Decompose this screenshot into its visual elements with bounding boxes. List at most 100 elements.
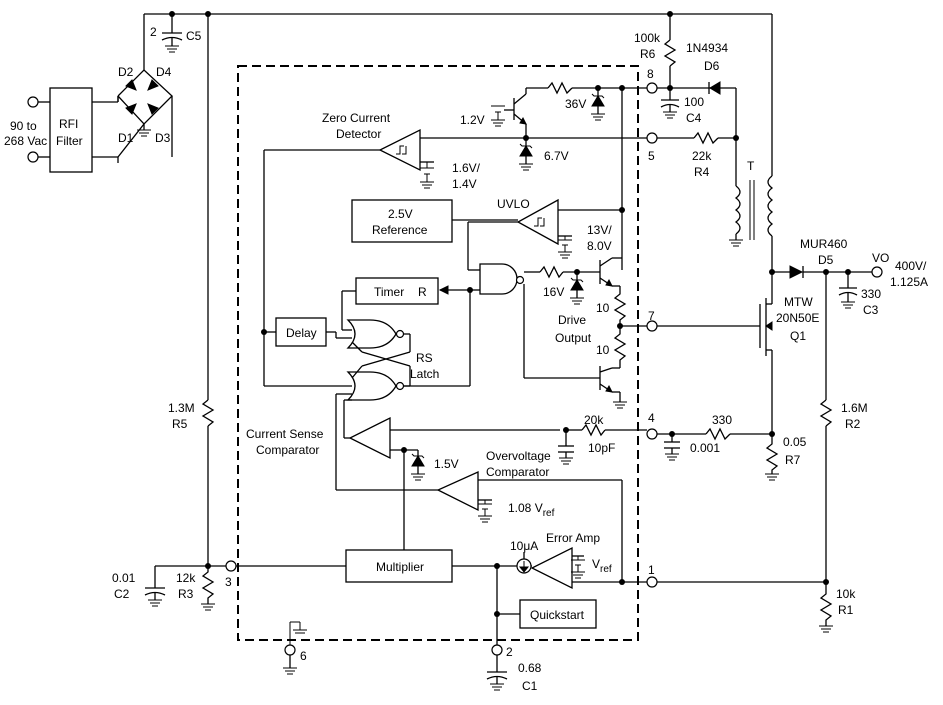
zcd-threshold-2: 1.4V xyxy=(452,177,477,191)
zcd-title-line2: Detector xyxy=(336,127,381,141)
c5-value: 2 xyxy=(150,25,157,39)
uvlo-label: UVLO xyxy=(497,197,530,211)
transformer-ref: T xyxy=(747,159,755,173)
r4-ref: R4 xyxy=(694,165,710,179)
drive-output: Drive Output 10 10 xyxy=(555,257,647,409)
c4-value: 100 xyxy=(684,95,704,109)
r5-branch: 1.3M R5 xyxy=(168,14,215,569)
uvlo-comparator: UVLO 13V/ 8.0V xyxy=(467,197,622,271)
rs-latch-line2: Latch xyxy=(410,367,439,381)
zcd-comparator: Zero Current Detector 1.6V/ 1.4V xyxy=(263,111,481,386)
vcc-bus xyxy=(595,85,647,270)
r3-value: 12k xyxy=(176,571,196,585)
drive-output-line1: Drive xyxy=(558,313,586,327)
rfi-filter: RFI Filter xyxy=(49,87,119,173)
current-sense-network: 4 330 0.001 0.05 R7 xyxy=(646,411,807,481)
pin-7-label: 7 xyxy=(648,309,655,323)
c4-capacitor: 100 C4 xyxy=(660,88,704,125)
drive-output-line2: Output xyxy=(555,331,592,345)
r3-ref: R3 xyxy=(178,587,194,601)
q1-ref: Q1 xyxy=(790,329,806,343)
pin-2-label: 2 xyxy=(506,645,513,659)
timer-block: Timer R xyxy=(341,277,439,331)
input-voltage-line2: 268 Vac xyxy=(4,134,47,148)
d6-part: 1N4934 xyxy=(686,41,728,55)
pin-4-label: 4 xyxy=(648,411,655,425)
vref-label: Vref xyxy=(592,557,612,575)
r6-ref: R6 xyxy=(640,47,656,61)
transformer: T xyxy=(729,14,775,275)
d6-diode: 1N4934 D6 xyxy=(686,41,737,186)
ic-boundary xyxy=(237,65,639,641)
r5-ref: R5 xyxy=(172,417,188,431)
d2-label: D2 xyxy=(118,65,134,79)
c3-value: 330 xyxy=(861,287,881,301)
rfi-filter-line1: RFI xyxy=(59,117,78,131)
uvlo-threshold-2: 8.0V xyxy=(587,239,612,253)
pin-8-label: 8 xyxy=(647,67,654,81)
quickstart-block: Quickstart xyxy=(497,599,597,629)
rc-r-value: 330 xyxy=(712,413,732,427)
ov-comparator-line1: Overvoltage xyxy=(486,449,551,463)
r1-value: 10k xyxy=(836,587,856,601)
top-rail xyxy=(143,11,772,66)
ac-input: 90 to 268 Vac xyxy=(4,96,50,163)
zcd-input: 6.7V xyxy=(420,135,647,171)
pin6-ground: 6 xyxy=(283,621,307,675)
uvlo-threshold-1: 13V/ xyxy=(587,223,612,237)
r-20k-label: 20k xyxy=(584,413,604,427)
zcd-title-line1: Zero Current xyxy=(322,111,391,125)
reference-line1: 2.5V xyxy=(388,207,413,221)
r2-ref: R2 xyxy=(845,417,861,431)
current-sense-comparator: Current Sense Comparator 20k 10pF 1.5V xyxy=(246,399,647,552)
error-amp-label: Error Amp xyxy=(546,531,600,545)
c-10pf-label: 10pF xyxy=(588,441,615,455)
multiplier-block: Multiplier xyxy=(236,549,532,583)
zener-36v-label: 36V xyxy=(565,97,586,111)
output-current: 1.125A xyxy=(890,275,928,289)
zener-15v-label: 1.5V xyxy=(434,457,459,471)
pin5-r4: 5 22k R4 xyxy=(646,131,739,179)
pin1-feedback: 1 xyxy=(646,563,826,588)
current-source-label: 10μA xyxy=(510,539,538,553)
pin2-c1: 2 0.68 C1 xyxy=(486,563,542,693)
r4-value: 22k xyxy=(692,149,712,163)
pin-3-label: 3 xyxy=(225,575,232,589)
rc-c-value: 0.001 xyxy=(690,441,720,455)
d6-ref: D6 xyxy=(704,59,720,73)
d5-ref: D5 xyxy=(818,253,834,267)
output-voltage: 400V/ xyxy=(895,259,927,273)
r6-value: 100k xyxy=(634,31,661,45)
bridge-rectifier: D2 D4 D1 D3 xyxy=(117,65,173,158)
r1-ref: R1 xyxy=(838,603,854,617)
timer-r-label: R xyxy=(418,285,427,299)
vo-label: VO xyxy=(872,251,889,265)
q1-mosfet: 7 MTW 20N50E Q1 xyxy=(646,272,819,434)
d1-label: D1 xyxy=(118,131,134,145)
zener-67v-label: 6.7V xyxy=(544,149,569,163)
quickstart-label: Quickstart xyxy=(530,608,585,622)
q1-part1: MTW xyxy=(784,295,813,309)
c2-value: 0.01 xyxy=(112,571,136,585)
output-divider: 1.6M R2 10k R1 xyxy=(819,272,868,633)
ov-threshold: 1.08 Vref xyxy=(508,501,555,519)
reference-line2: Reference xyxy=(372,223,428,237)
zcd-threshold-1: 1.6V/ xyxy=(452,161,481,175)
cs-comparator-line1: Current Sense xyxy=(246,427,324,441)
pin-6-label: 6 xyxy=(300,649,307,663)
delay-label: Delay xyxy=(286,326,317,340)
ref-12v-label: 1.2V xyxy=(460,113,485,127)
overvoltage-comparator: Overvoltage Comparator 1.08 Vref xyxy=(336,449,623,582)
d4-label: D4 xyxy=(156,65,172,79)
rs-latch: RS Latch xyxy=(264,287,473,490)
c2-ref: C2 xyxy=(114,587,130,601)
cs-comparator-line2: Comparator xyxy=(256,443,319,457)
c4-ref: C4 xyxy=(686,111,702,125)
output-stage: MUR460 D5 VO 400V/ 1.125A xyxy=(772,237,928,289)
d5-part: MUR460 xyxy=(800,237,848,251)
c3-ref: C3 xyxy=(863,303,879,317)
r5-value: 1.3M xyxy=(168,401,195,415)
r7-value: 0.05 xyxy=(783,435,807,449)
c3-capacitor: 330 C3 xyxy=(838,272,881,317)
vcc-clamp: 1.2V 36V xyxy=(460,81,622,138)
